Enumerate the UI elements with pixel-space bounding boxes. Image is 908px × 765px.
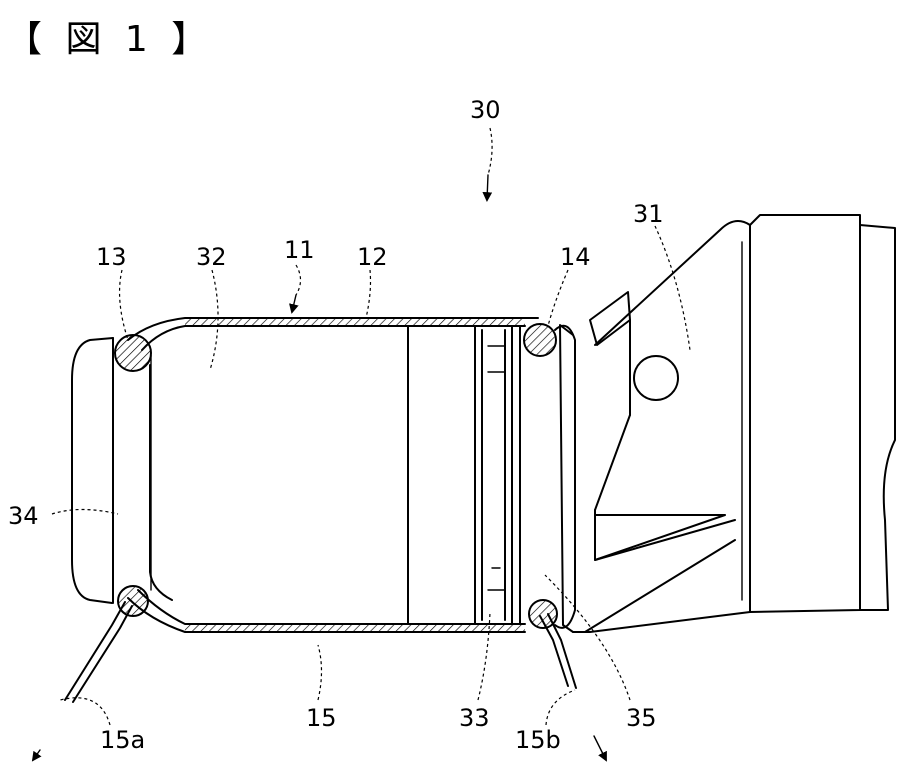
label-34: 34 xyxy=(8,502,39,530)
label-15b: 15b xyxy=(515,726,561,754)
label-33: 33 xyxy=(459,704,490,732)
device-housing-31 xyxy=(560,215,895,632)
label-13: 13 xyxy=(96,243,127,271)
leader-lines xyxy=(52,226,690,725)
label-14: 14 xyxy=(560,243,591,271)
reference-arrow-30 xyxy=(487,128,492,200)
label-31: 31 xyxy=(633,200,664,228)
label-30: 30 xyxy=(470,96,501,124)
label-32: 32 xyxy=(196,243,227,271)
seal-ring-13 xyxy=(115,335,151,616)
label-15: 15 xyxy=(306,704,337,732)
label-35: 35 xyxy=(626,704,657,732)
label-11: 11 xyxy=(284,236,315,264)
label-15a: 15a xyxy=(100,726,145,754)
reference-arrow-11 xyxy=(292,265,301,312)
end-cap-34 xyxy=(72,338,151,603)
label-12: 12 xyxy=(357,243,388,271)
main-body-11 xyxy=(128,318,538,632)
seal-ring-14 xyxy=(524,324,557,628)
flange-35 xyxy=(555,326,575,628)
